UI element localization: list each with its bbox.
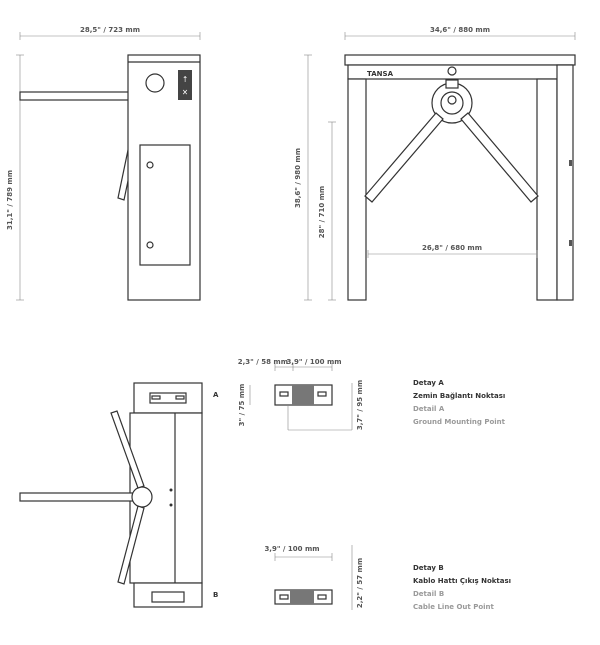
top-hub — [131, 486, 153, 508]
side-width-dim: 28,5" / 723 mm — [80, 26, 140, 34]
top-panel — [344, 54, 576, 66]
rotor-arm-left — [364, 112, 444, 203]
detail-a-title-en: Detail A — [413, 405, 445, 413]
status-icon: ↑ — [182, 75, 188, 84]
detail-b: 3,9" / 100 mm 2,2" / 57 mm Detay B Kablo… — [264, 545, 511, 611]
label-a: A — [213, 391, 219, 399]
detail-a-hatch — [292, 385, 314, 405]
front-view: 34,6" / 880 mm 38,6" / 980 mm 28" / 710 … — [294, 26, 576, 301]
left-leg — [347, 78, 367, 301]
mount-plate-bottom — [133, 582, 203, 608]
top-horizontal-arm — [19, 492, 141, 502]
detail-b-subtitle-en: Cable Line Out Point — [413, 603, 495, 611]
detail-a-dim-h2: 3,7" / 95 mm — [356, 380, 364, 430]
detail-b-dim-h: 2,2" / 57 mm — [356, 558, 364, 608]
detail-b-title-tr: Detay B — [413, 564, 444, 572]
top-view: A B — [19, 382, 219, 608]
detail-a: 2,3" / 58 mm 3,9" / 100 mm 3" / 75 mm 3,… — [238, 358, 506, 431]
status-icon-2: ✕ — [182, 88, 188, 97]
front-arm-height-dim: 28" / 710 mm — [318, 186, 326, 238]
label-b: B — [213, 591, 218, 599]
rotor-arm-right — [460, 112, 539, 203]
top-arm-down — [117, 505, 145, 585]
front-width-dim: 34,6" / 880 mm — [430, 26, 490, 34]
detail-a-subtitle-tr: Zemin Bağlantı Noktası — [413, 392, 505, 400]
brand-logo: TANSA — [367, 70, 394, 78]
detail-a-title-tr: Detay A — [413, 379, 444, 387]
top-arm-up — [110, 410, 145, 489]
detail-b-title-en: Detail B — [413, 590, 444, 598]
detail-a-dim-w2: 3,9" / 100 mm — [286, 358, 341, 366]
door-lock-top — [146, 161, 154, 169]
detail-b-hatch — [290, 590, 314, 604]
front-height-dim: 38,6" / 980 mm — [294, 148, 302, 208]
indicator-panel — [178, 70, 192, 100]
side-arm — [19, 91, 131, 101]
detail-a-subtitle-en: Ground Mounting Point — [413, 418, 506, 426]
door-lock-bottom — [146, 241, 154, 249]
side-height-dim: 31,1" / 789 mm — [6, 170, 14, 230]
passage-width-dim: 26,8" / 680 mm — [422, 244, 482, 252]
top-reader — [447, 66, 457, 76]
detail-b-subtitle-tr: Kablo Hattı Çıkış Noktası — [413, 577, 511, 585]
card-reader — [145, 73, 165, 93]
detail-a-dim-w1: 2,3" / 58 mm — [238, 358, 288, 366]
detail-b-dim-w: 3,9" / 100 mm — [264, 545, 319, 553]
detail-a-dim-h1: 3" / 75 mm — [238, 384, 246, 427]
right-leg — [536, 78, 558, 301]
right-cabinet — [556, 64, 574, 301]
side-view: 28,5" / 723 mm 31,1" / 789 mm ↑ ✕ — [6, 26, 201, 301]
